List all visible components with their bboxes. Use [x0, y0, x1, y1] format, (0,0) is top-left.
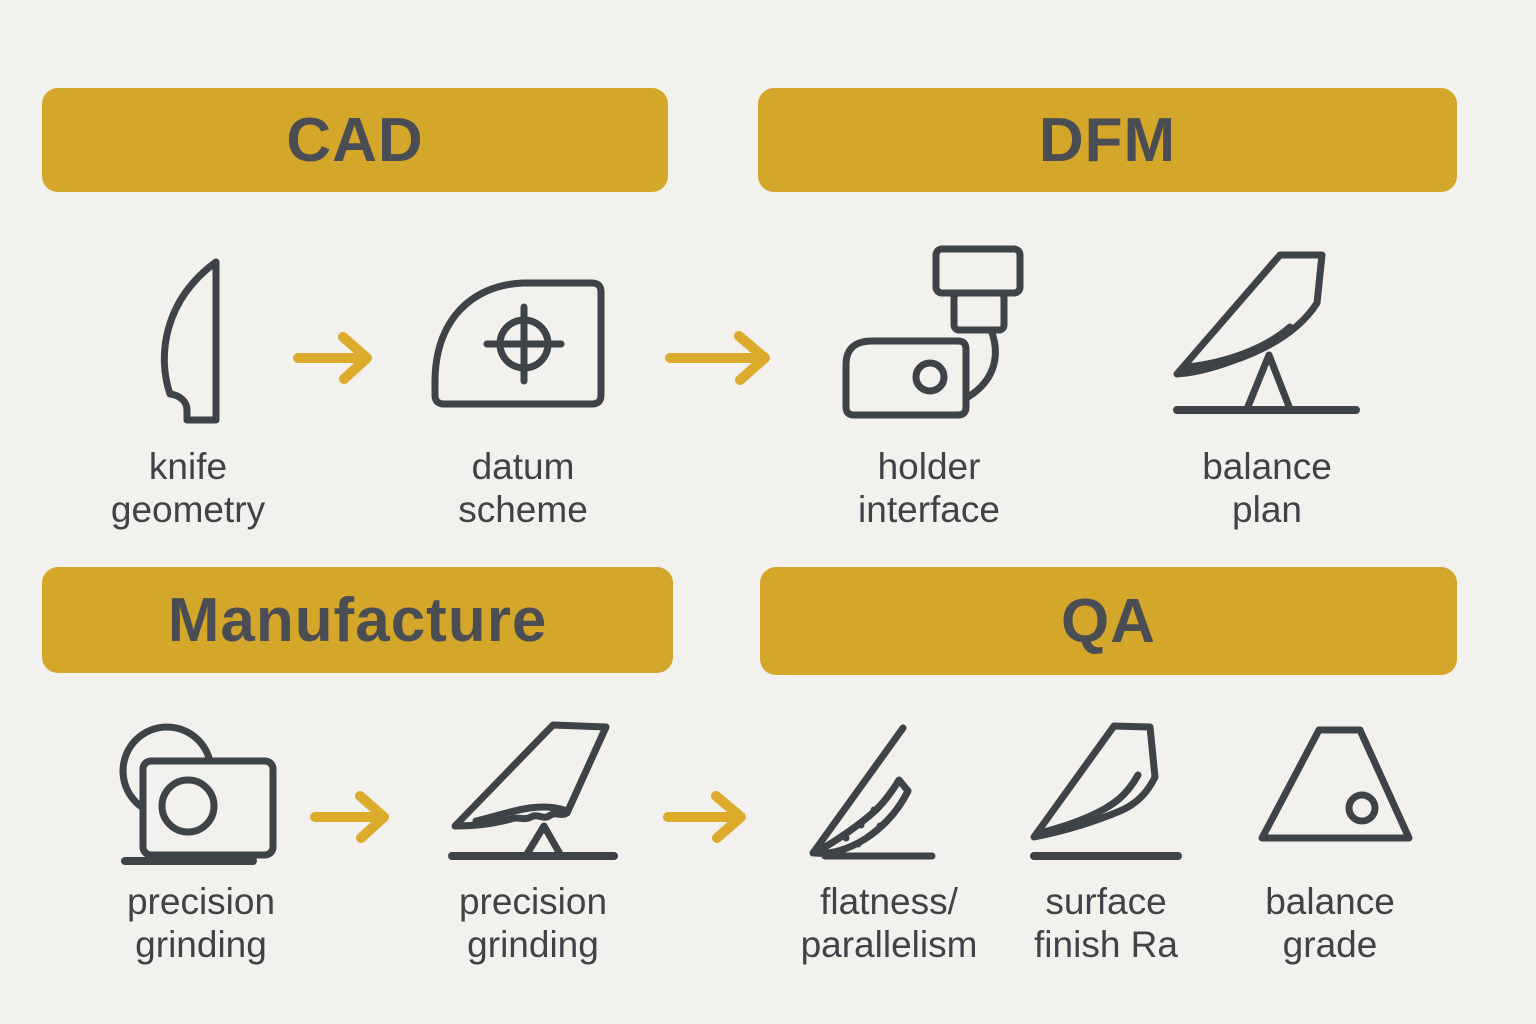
banner-manufacture: Manufacture [42, 567, 673, 673]
knife-geometry-icon [140, 256, 235, 431]
label-line: geometry [110, 489, 266, 531]
label-balance-grade: balance grade [1265, 880, 1395, 967]
label-line: precision [126, 881, 276, 922]
label-line: knife [148, 446, 228, 487]
label-line: datum [471, 446, 575, 487]
label-precision-grinding-2: precision grinding [459, 880, 607, 967]
label-precision-grinding-1: precision grinding [127, 880, 275, 967]
precision-grinding-wheel-icon [118, 718, 283, 868]
label-line: flatness/ [820, 881, 958, 922]
label-holder-interface: holder interface [858, 445, 1000, 532]
label-line: parallelism [800, 924, 978, 966]
label-line: interface [858, 489, 1000, 531]
banner-qa: QA [760, 567, 1457, 675]
label-datum-scheme: datum scheme [458, 445, 588, 532]
label-line: precision [458, 881, 608, 922]
label-surface-finish: surface finish Ra [1034, 880, 1178, 967]
label-line: holder [877, 446, 981, 487]
holder-interface-icon [840, 244, 1025, 424]
label-flatness-parallelism: flatness/ parallelism [801, 880, 978, 967]
label-line: surface [1045, 881, 1167, 922]
label-line: balance [1265, 881, 1395, 922]
label-line: finish Ra [1034, 924, 1178, 966]
label-line: grade [1282, 924, 1378, 966]
arrow-datum-to-holder-icon [665, 330, 783, 386]
label-line: grinding [467, 924, 599, 966]
label-line: balance [1202, 446, 1332, 487]
precision-grinding-blade-icon [448, 716, 618, 861]
banner-dfm: DFM [758, 88, 1457, 192]
surface-finish-icon [1028, 716, 1188, 861]
label-line: plan [1232, 489, 1302, 531]
label-line: scheme [458, 489, 588, 531]
arrow-grinding-to-blade-icon [310, 789, 402, 845]
datum-scheme-icon [427, 276, 609, 410]
arrow-blade-to-flatness-icon [663, 789, 759, 845]
label-knife-geometry: knife geometry [111, 445, 265, 532]
label-line: grinding [135, 924, 267, 966]
label-balance-plan: balance plan [1202, 445, 1332, 532]
arrow-knife-to-datum-icon [293, 330, 385, 386]
banner-cad: CAD [42, 88, 668, 192]
balance-grade-icon [1256, 722, 1416, 857]
flatness-parallelism-icon [800, 716, 1000, 866]
balance-plan-icon [1172, 248, 1362, 416]
